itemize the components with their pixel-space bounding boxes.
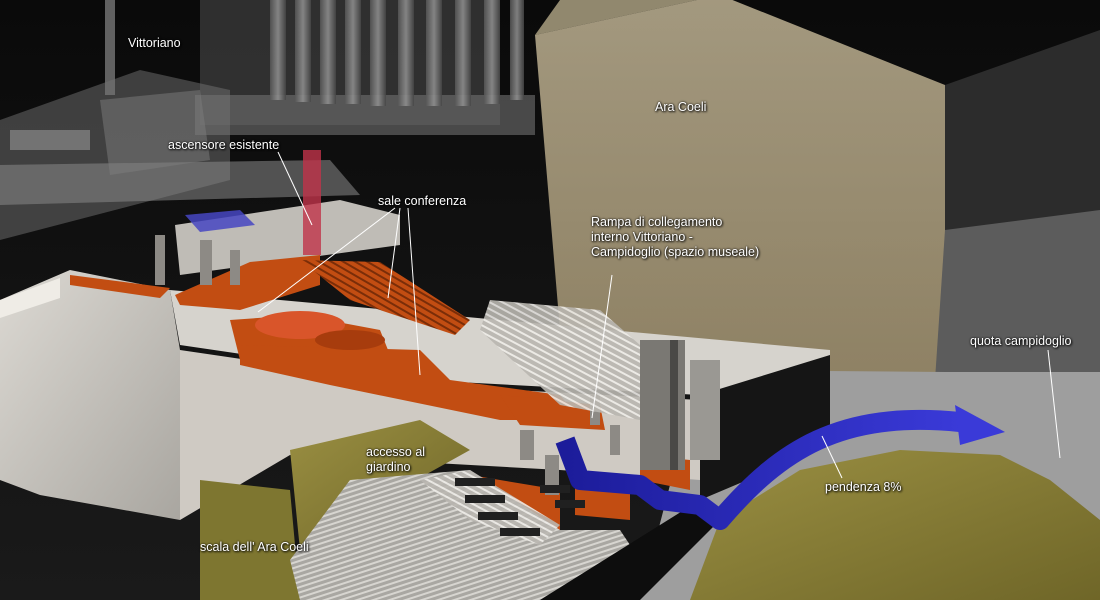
leader-lines (257, 151, 1061, 479)
label-ascensore-esistente: ascensore esistente (168, 138, 280, 152)
label-sale-conferenza: sale conferenza (378, 194, 467, 208)
elevator-landing (185, 210, 255, 232)
existing-elevator (303, 150, 321, 255)
right-building (935, 210, 1100, 380)
label-accesso-giardino: accesso al giardino (366, 445, 426, 474)
label-ara-coeli: Ara Coeli (655, 100, 707, 114)
label-scala-ara-coeli: scala dell' Ara Coeli (200, 540, 309, 554)
ara-coeli-church (535, 0, 1100, 395)
vittoriano-monument (0, 0, 535, 240)
museum-ramp-steps (480, 300, 640, 420)
ara-coeli-staircase (290, 470, 640, 600)
route-arrow (555, 405, 1005, 530)
seating-blocks (455, 478, 585, 536)
label-pendenza: pendenza 8% (825, 480, 902, 494)
label-vittoriano: Vittoriano (128, 36, 181, 50)
label-rampa-collegamento: Rampa di collegamento interno Vittoriano… (591, 215, 760, 259)
label-quota-campidoglio: quota campidoglio (970, 334, 1072, 348)
front-retaining-wall (540, 500, 720, 600)
